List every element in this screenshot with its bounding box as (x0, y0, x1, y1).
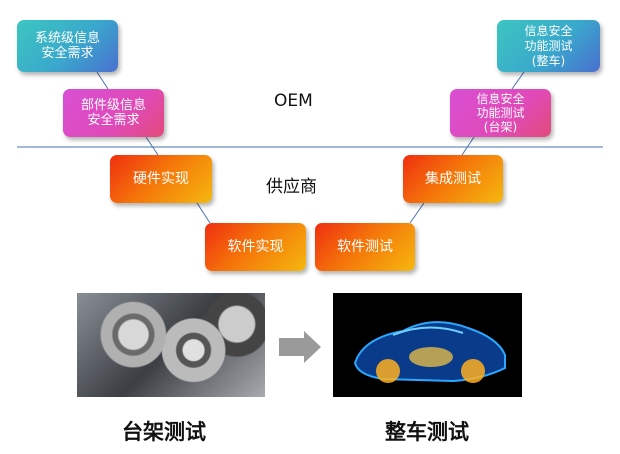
bench-test-label: 台架测试 (122, 420, 206, 444)
oem-label: OEM (274, 91, 313, 111)
vehicle-functional-test-box: 信息安全 功能测试 (整车) (497, 20, 600, 72)
system-security-requirement-box: 系统级信息 安全需求 (17, 20, 118, 72)
arrow-icon (279, 331, 321, 363)
component-security-requirement-box: 部件级信息 安全需求 (63, 89, 164, 137)
supplier-label: 供应商 (266, 177, 317, 197)
software-test-box: 软件测试 (315, 223, 415, 271)
hardware-implementation-box: 硬件实现 (110, 155, 212, 203)
software-implementation-box: 软件实现 (205, 223, 306, 271)
engine-bench-image (77, 293, 265, 397)
bench-functional-test-box: 信息安全 功能测试 (台架) (450, 89, 551, 137)
vehicle-xray-image (333, 293, 522, 397)
vehicle-test-label: 整车测试 (385, 420, 469, 444)
integration-test-box: 集成测试 (403, 155, 503, 203)
